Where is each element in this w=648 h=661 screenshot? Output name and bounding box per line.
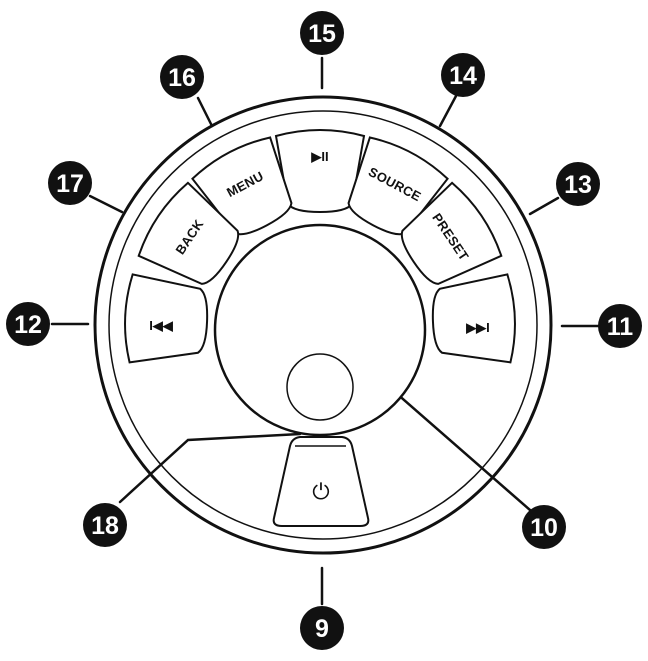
back-button[interactable]: BACK [134,179,251,298]
callout-9-number: 9 [315,615,329,643]
callout-17-number: 17 [56,170,84,198]
callout-14: 14 [441,53,485,97]
leader-line-16 [196,96,214,128]
callout-11: 11 [598,304,642,348]
callout-9: 9 [300,606,344,650]
callout-14-number: 14 [449,62,477,90]
inner-ring [108,110,538,540]
callout-13: 13 [556,162,600,206]
play-pause-button[interactable]: ▶II [274,129,366,214]
power-button[interactable]: ⏻ [272,436,370,527]
callout-12-number: 12 [14,311,42,339]
next-track-icon: ▶▶I [465,320,490,335]
callout-10: 10 [522,505,566,549]
center-dial[interactable] [213,223,427,437]
callout-12: 12 [6,302,50,346]
previous-track-button[interactable] [124,273,209,365]
callout-10-number: 10 [530,514,558,542]
leader-line-14 [438,94,458,128]
callout-15: 15 [300,11,344,55]
callout-16-number: 16 [168,64,196,92]
leader-line-17 [88,194,124,214]
dial-indicator [286,353,354,421]
callout-16: 16 [160,55,204,99]
callout-11-number: 11 [607,313,634,341]
play-pause-label: ▶II [310,149,328,164]
callout-18: 18 [83,503,127,547]
callout-13-number: 13 [564,171,592,199]
callout-18-number: 18 [91,512,119,540]
previous-track-icon: I◀◀ [149,318,174,333]
callout-17: 17 [48,161,92,205]
leader-line-18 [118,432,302,504]
outer-ring [93,95,553,555]
callout-15-number: 15 [308,20,336,48]
preset-button[interactable]: PRESET [389,179,506,298]
power-icon: ⏻ [312,480,329,505]
next-track-button[interactable] [431,273,516,365]
leader-line-13 [528,196,560,216]
